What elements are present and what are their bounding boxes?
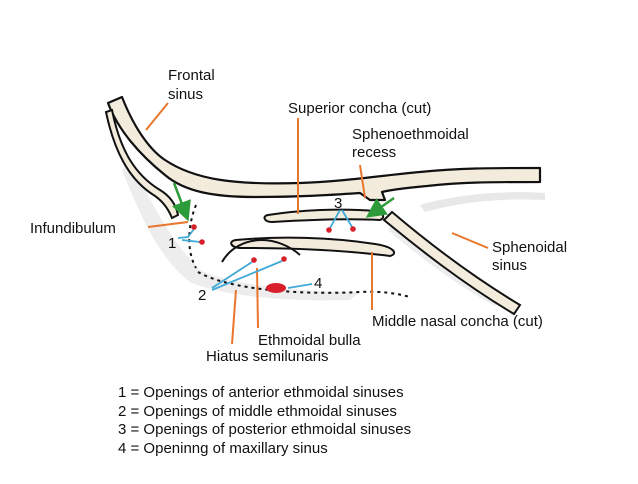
opening-3a — [326, 227, 332, 233]
leader-2b — [211, 260, 283, 291]
leader-2a — [211, 261, 253, 289]
number-2: 2 — [198, 287, 206, 304]
ethmoidal-bulla-outline — [221, 238, 301, 263]
label-superior-concha: Superior concha (cut) — [288, 100, 431, 117]
number-3: 3 — [334, 195, 342, 212]
leader-infundibulum — [147, 221, 189, 228]
leader-ethmoidal-bulla — [256, 267, 259, 329]
label-middle-concha: Middle nasal concha (cut) — [372, 313, 543, 330]
blue-leader-lines — [177, 209, 353, 291]
label-sphenoidal-2: sinus — [492, 257, 527, 274]
orange-leader-lines — [145, 102, 489, 345]
label-ethmoidal-bulla: Ethmoidal bulla — [258, 332, 361, 349]
leader-sphenoethmoidal — [359, 164, 366, 199]
dotted-contour-floor — [197, 271, 411, 298]
label-sphenoidal-1: Sphenoidal — [492, 239, 567, 256]
opening-4-maxillary — [266, 283, 286, 293]
dotted-contour-anterior — [188, 204, 197, 269]
sinus-openings — [191, 224, 356, 293]
sphenoidal-sinus-wall — [382, 210, 522, 316]
legend-item-4: 4 = Openinng of maxillary sinus — [118, 439, 328, 457]
leader-1 — [177, 228, 195, 239]
green-arrow-infundibulum — [172, 182, 191, 222]
opening-2a — [251, 257, 257, 263]
green-arrow-sphenoethmoidal — [365, 196, 395, 218]
leader-3b — [341, 209, 353, 228]
label-hiatus-semilunaris: Hiatus semilunaris — [206, 348, 329, 365]
number-1: 1 — [168, 235, 176, 252]
label-sphenoethmoidal-2: recess — [352, 144, 396, 161]
legend-item-1: 1 = Openings of anterior ethmoidal sinus… — [118, 384, 404, 401]
label-frontal-sinus-2: sinus — [168, 86, 203, 103]
leader-hiatus — [231, 289, 237, 345]
opening-1a — [191, 224, 197, 230]
legend-item-2: 2 = Openings of middle ethmoidal sinuses — [118, 402, 397, 420]
label-infundibulum: Infundibulum — [30, 220, 116, 237]
legend: 1 = Openings of anterior ethmoidal sinus… — [118, 384, 411, 458]
legend-item-3: 3 = Openings of posterior ethmoidal sinu… — [118, 421, 412, 438]
leader-4 — [287, 283, 313, 289]
frontal-sinus-posterior-wall — [104, 108, 180, 220]
opening-3b — [350, 226, 356, 232]
number-4: 4 — [314, 275, 322, 292]
superior-concha — [263, 208, 385, 224]
label-sphenoethmoidal-1: Sphenoethmoidal — [352, 126, 469, 143]
leader-1b — [181, 239, 201, 243]
frontal-sinus-and-roof-bone — [106, 95, 542, 202]
leader-frontal-sinus — [145, 102, 169, 131]
opening-2b — [281, 256, 287, 262]
label-frontal-sinus-1: Frontal — [168, 67, 215, 84]
leader-sphenoidal — [451, 232, 489, 249]
opening-1b — [199, 239, 205, 245]
leader-3a — [329, 209, 341, 229]
middle-nasal-concha — [230, 236, 396, 258]
sphenoidal-sinus-upper-wall — [420, 192, 545, 212]
